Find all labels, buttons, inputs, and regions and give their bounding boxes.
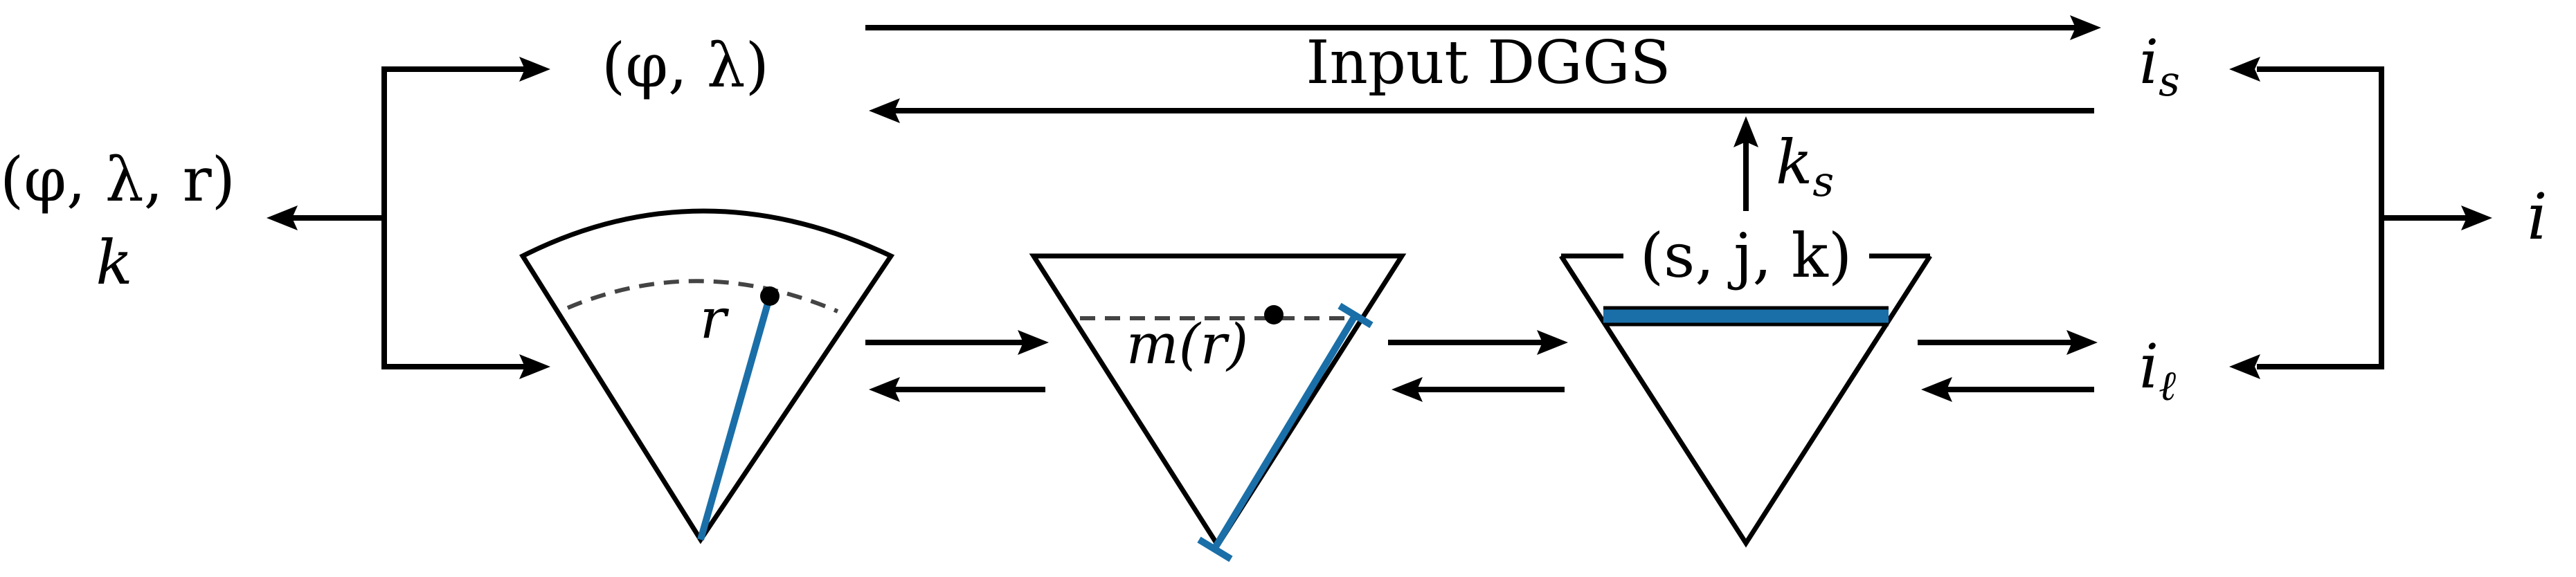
- input-dggs-label: Input DGGS: [1306, 28, 1671, 98]
- r-label: r: [700, 286, 730, 351]
- planar-triangle: m(r): [1029, 253, 1407, 562]
- i-s-label: is: [2139, 26, 2180, 106]
- arrows-triangle-to-cell: [1388, 330, 1568, 402]
- sjk-label: (s, j, k): [1640, 220, 1852, 291]
- phi-lambda-r-label: (φ, λ, r): [0, 144, 235, 215]
- k-s-arrow: [1733, 116, 1758, 211]
- k-left-label: k: [96, 227, 132, 298]
- right-bracket: [2229, 57, 2492, 379]
- top-backward-arrow: [869, 98, 2094, 123]
- arrows-cell-to-il: [1918, 330, 2098, 402]
- sector-point: [760, 286, 780, 306]
- arrows-sector-to-triangle: [865, 330, 1049, 402]
- k-s-label: ks: [1776, 127, 1834, 206]
- phi-lambda-label: (φ, λ): [602, 30, 769, 101]
- left-bracket: [267, 57, 550, 379]
- cell-triangle: (s, j, k): [1559, 220, 1932, 548]
- i-right-label: i: [2527, 180, 2547, 254]
- m-r-label: m(r): [1126, 312, 1249, 376]
- i-l-label: iℓ: [2139, 331, 2176, 410]
- top-forward-arrow: [865, 15, 2101, 40]
- triangle-point: [1264, 305, 1284, 324]
- sector-shape: r: [519, 208, 895, 544]
